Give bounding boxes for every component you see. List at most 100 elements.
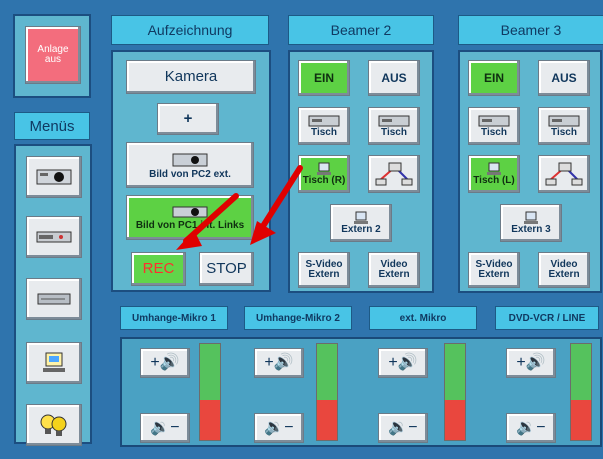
vcr-icon: [308, 115, 340, 127]
beamer2-ein-button[interactable]: EIN: [298, 60, 350, 96]
aufzeichnung-header: Aufzeichnung: [111, 15, 269, 45]
rack-icon: [37, 293, 71, 305]
beamer2-video-button[interactable]: Video Extern: [368, 252, 420, 288]
minus-label: −: [408, 418, 418, 436]
beamer2-tisch1-label: Tisch: [311, 126, 337, 138]
level-green: [317, 344, 337, 400]
line-volume-up-button[interactable]: + 🔊: [506, 348, 556, 378]
speaker-icon: 🔉: [150, 418, 171, 436]
audio-label-1: Umhange-Mikro 1: [120, 306, 228, 330]
mic1-volume-down-button[interactable]: 🔉 −: [140, 413, 190, 443]
bild-links-button[interactable]: Bild von PC1 int. Links: [126, 195, 254, 240]
beamer3-video-button[interactable]: Video Extern: [538, 252, 590, 288]
projector-icon: [36, 169, 72, 185]
vcr-icon: [36, 231, 72, 243]
kamera-button[interactable]: Kamera: [126, 60, 256, 94]
bulb-icon: [40, 414, 67, 436]
beamer2-network-button[interactable]: [368, 155, 420, 193]
beamer2-extern-button[interactable]: Extern 2: [330, 204, 392, 242]
mic2-level-meter: [316, 343, 338, 441]
level-red: [571, 399, 591, 440]
speaker-icon: 🔉: [264, 418, 285, 436]
beamer3-tisch1-label: Tisch: [481, 126, 507, 138]
beamer3-extern-button[interactable]: Extern 3: [500, 204, 562, 242]
bild-pc2-label: Bild von PC2 ext.: [149, 168, 231, 180]
beamer2-tischr-button[interactable]: Tisch (R): [298, 155, 350, 193]
beamer2-aus-button[interactable]: AUS: [368, 60, 420, 96]
lighting-menu-button[interactable]: [26, 404, 82, 446]
network-icon: [375, 162, 413, 186]
beamer2-tisch2-label: Tisch: [381, 126, 407, 138]
beamer2-header: Beamer 2: [288, 15, 434, 45]
laptop-icon: [317, 162, 331, 175]
bild-pc2-button[interactable]: Bild von PC2 ext.: [126, 142, 254, 188]
beamer3-tisch2-label: Tisch: [551, 126, 577, 138]
speaker-icon: 🔊: [525, 353, 546, 371]
audio-panel: + 🔊 🔉 − + 🔊 🔉 − + 🔊 🔉 − + 🔊 🔉 −: [120, 337, 602, 447]
level-red: [200, 399, 220, 440]
plus-label: +: [150, 353, 160, 371]
beamer2-svideo-button[interactable]: S-Video Extern: [298, 252, 350, 288]
beamer2-tisch2-button[interactable]: Tisch: [368, 107, 420, 145]
menu-panel: [14, 144, 92, 446]
line-level-meter: [570, 343, 592, 441]
audio-label-2: Umhange-Mikro 2: [244, 306, 352, 330]
speaker-icon: 🔊: [397, 353, 418, 371]
network-icon: [545, 162, 583, 186]
level-green: [445, 344, 465, 400]
beamer3-tischl-button[interactable]: Tisch (L): [468, 155, 520, 193]
beamer3-tisch1-button[interactable]: Tisch: [468, 107, 520, 145]
audio-label-3: ext. Mikro: [369, 306, 477, 330]
document-camera-icon: [43, 352, 65, 372]
minus-label: −: [536, 418, 546, 436]
projector-icon: [172, 153, 208, 167]
vcr-icon: [378, 115, 410, 127]
mic1-volume-up-button[interactable]: + 🔊: [140, 348, 190, 378]
rack-menu-button[interactable]: [26, 278, 82, 320]
vcr-icon: [548, 115, 580, 127]
speaker-icon: 🔉: [388, 418, 409, 436]
projector-menu-button[interactable]: [26, 156, 82, 198]
beamer3-ein-button[interactable]: EIN: [468, 60, 520, 96]
extmic-volume-up-button[interactable]: + 🔊: [378, 348, 428, 378]
anlage-aus-button[interactable]: Anlage aus: [25, 26, 81, 84]
level-red: [317, 399, 337, 440]
bild-links-label: Bild von PC1 int. Links: [135, 220, 245, 232]
beamer2-panel: EIN AUS Tisch Tisch Tisch (R) Extern 2 S…: [288, 50, 434, 293]
level-red: [445, 399, 465, 440]
plus-label: +: [388, 353, 398, 371]
vcr-icon: [478, 115, 510, 127]
beamer3-panel: EIN AUS Tisch Tisch Tisch (L) Extern 3 S…: [458, 50, 602, 293]
stop-button[interactable]: STOP: [199, 252, 254, 286]
mic1-level-meter: [199, 343, 221, 441]
beamer2-tisch1-button[interactable]: Tisch: [298, 107, 350, 145]
projector-icon: [172, 206, 208, 218]
speaker-icon: 🔊: [159, 353, 180, 371]
level-green: [571, 344, 591, 400]
beamer2-tischr-label: Tisch (R): [302, 174, 346, 186]
plus-label: +: [516, 353, 526, 371]
beamer2-extern-label: Extern 2: [341, 223, 381, 235]
vcr-menu-button[interactable]: [26, 216, 82, 258]
beamer3-aus-button[interactable]: AUS: [538, 60, 590, 96]
line-volume-down-button[interactable]: 🔉 −: [506, 413, 556, 443]
speaker-icon: 🔊: [273, 353, 294, 371]
extmic-volume-down-button[interactable]: 🔉 −: [378, 413, 428, 443]
plus-label: +: [264, 353, 274, 371]
extmic-level-meter: [444, 343, 466, 441]
beamer3-svideo-button[interactable]: S-Video Extern: [468, 252, 520, 288]
plus-button[interactable]: +: [157, 103, 219, 135]
document-camera-menu-button[interactable]: [26, 342, 82, 384]
speaker-icon: 🔉: [516, 418, 537, 436]
rec-button[interactable]: REC: [131, 252, 186, 286]
laptop-icon: [524, 211, 538, 224]
minus-label: −: [284, 418, 294, 436]
beamer3-tischl-label: Tisch (L): [473, 174, 515, 186]
beamer3-network-button[interactable]: [538, 155, 590, 193]
beamer3-tisch2-button[interactable]: Tisch: [538, 107, 590, 145]
audio-label-4: DVD-VCR / LINE: [495, 306, 599, 330]
mic2-volume-up-button[interactable]: + 🔊: [254, 348, 304, 378]
menus-header: Menüs: [14, 112, 90, 140]
aufzeichnung-panel: Kamera + Bild von PC2 ext. Bild von PC1 …: [111, 50, 271, 292]
mic2-volume-down-button[interactable]: 🔉 −: [254, 413, 304, 443]
